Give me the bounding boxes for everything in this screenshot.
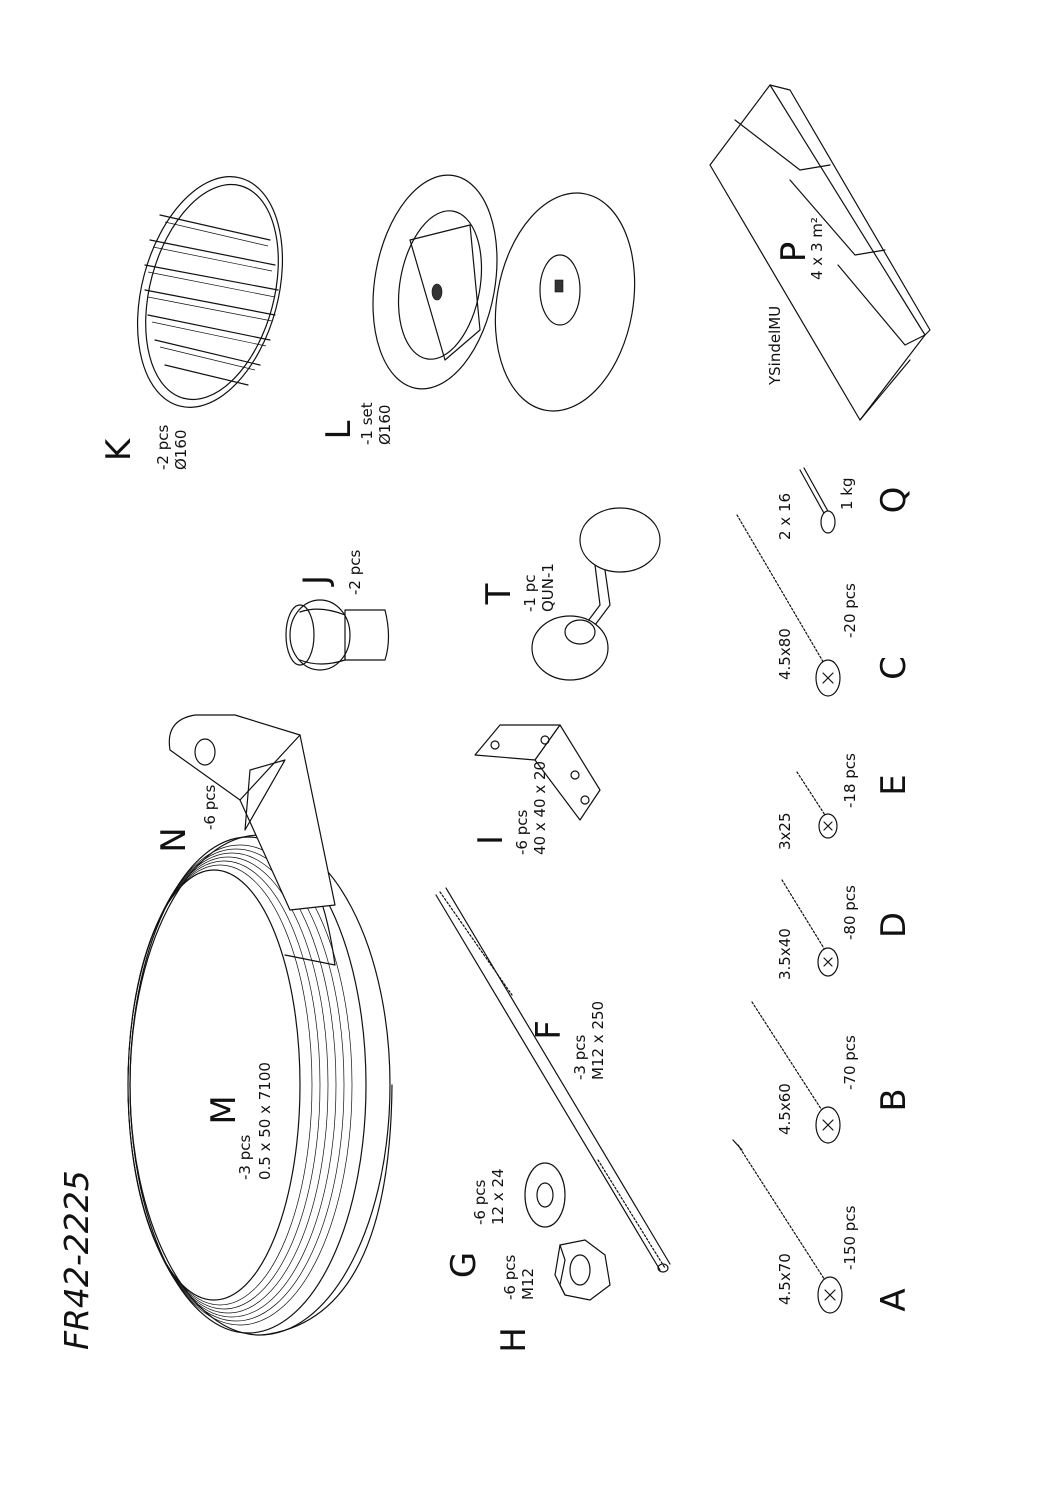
part-qty-N: -6 pcs bbox=[201, 785, 219, 830]
angle-bracket-illustration bbox=[168, 714, 336, 911]
part-size-Q: 2 x 16 bbox=[776, 493, 794, 540]
part-label-P: P bbox=[774, 242, 814, 263]
document-code: FR42-2225 bbox=[57, 1170, 96, 1350]
washer-illustration bbox=[524, 1162, 566, 1228]
part-qty-G: -6 pcs bbox=[471, 1180, 489, 1225]
part-label-F: F bbox=[529, 1020, 569, 1040]
screw-A-illustration bbox=[732, 1139, 843, 1314]
screw-E-illustration bbox=[796, 771, 838, 839]
part-label-C: C bbox=[874, 656, 914, 680]
part-qty-H: -6 pcs bbox=[501, 1255, 519, 1300]
part-label-N: N bbox=[154, 827, 194, 852]
small-angle-illustration bbox=[474, 724, 601, 821]
part-label-K: K bbox=[99, 437, 139, 461]
product-name-P: YSindelMU bbox=[766, 306, 784, 386]
screw-D-illustration bbox=[781, 879, 839, 977]
part-qty-B: -70 pcs bbox=[841, 1035, 859, 1090]
screw-C-illustration bbox=[736, 514, 841, 697]
vent-valve-illustration bbox=[372, 174, 636, 412]
part-size-L: Ø160 bbox=[376, 405, 394, 445]
part-size-E: 3x25 bbox=[776, 812, 794, 850]
part-label-H: H bbox=[494, 1327, 534, 1353]
part-size-D: 3.5x40 bbox=[776, 928, 794, 980]
part-size-C: 4.5x80 bbox=[776, 628, 794, 680]
part-label-D: D bbox=[874, 912, 914, 938]
part-label-M: M bbox=[204, 1095, 244, 1124]
part-size-T: QUN-1 bbox=[539, 563, 557, 612]
part-label-J: J bbox=[296, 575, 336, 587]
part-label-A: A bbox=[874, 1288, 914, 1311]
shingle-pack-illustration bbox=[709, 84, 931, 421]
part-size-M: 0.5 x 50 x 7100 bbox=[256, 1062, 274, 1180]
screw-B-illustration bbox=[751, 1001, 841, 1144]
part-label-E: E bbox=[874, 774, 914, 795]
part-qty-D: -80 pcs bbox=[841, 885, 859, 940]
part-size-P: 4 x 3 m² bbox=[808, 217, 826, 280]
part-qty-Q: 1 kg bbox=[838, 477, 856, 510]
part-qty-A: -150 pcs bbox=[841, 1205, 859, 1270]
hex-nut-illustration bbox=[554, 1239, 611, 1301]
part-qty-T: -1 pc bbox=[521, 575, 539, 613]
part-size-I: 40 x 40 x 20 bbox=[531, 761, 549, 855]
part-label-B: B bbox=[874, 1088, 914, 1111]
part-label-I: I bbox=[471, 835, 511, 845]
part-qty-J: -2 pcs bbox=[346, 550, 364, 595]
part-size-F: M12 x 250 bbox=[589, 1001, 607, 1080]
part-qty-L: -1 set bbox=[358, 402, 376, 445]
part-label-T: T bbox=[479, 583, 519, 605]
threaded-rod-illustration bbox=[435, 887, 671, 1273]
part-size-K: Ø160 bbox=[172, 430, 190, 470]
part-qty-I: -6 pcs bbox=[513, 810, 531, 855]
part-qty-K: -2 pcs bbox=[154, 425, 172, 470]
part-label-L: L bbox=[319, 420, 359, 439]
part-qty-F: -3 pcs bbox=[571, 1035, 589, 1080]
part-label-G: G bbox=[444, 1252, 484, 1278]
vent-grille-illustration bbox=[136, 176, 284, 408]
part-size-A: 4.5x70 bbox=[776, 1253, 794, 1305]
nail-illustration bbox=[799, 467, 836, 534]
part-size-H: M12 bbox=[519, 1268, 537, 1300]
part-qty-M: -3 pcs bbox=[236, 1135, 254, 1180]
door-knob-illustration bbox=[531, 507, 661, 681]
part-qty-C: -20 pcs bbox=[841, 583, 859, 638]
part-size-G: 12 x 24 bbox=[489, 1168, 507, 1225]
part-label-Q: Q bbox=[874, 487, 914, 514]
part-size-B: 4.5x60 bbox=[776, 1083, 794, 1135]
part-qty-E: -18 pcs bbox=[841, 753, 859, 808]
cap-illustration bbox=[285, 599, 390, 671]
